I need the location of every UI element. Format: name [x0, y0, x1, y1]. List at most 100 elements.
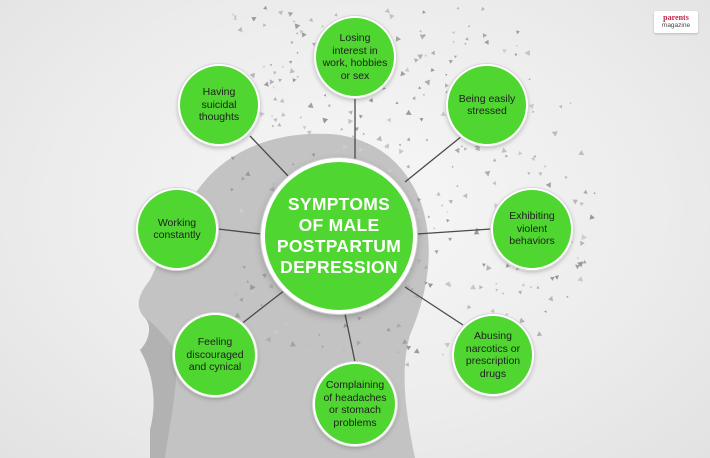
- particle: [418, 86, 422, 90]
- particle: [306, 130, 312, 136]
- particle: [384, 145, 388, 149]
- particle: [342, 143, 348, 150]
- particle: [308, 17, 314, 22]
- particle: [570, 240, 573, 243]
- particle: [582, 259, 587, 264]
- brand-line-2: magazine: [661, 22, 691, 29]
- particle: [281, 112, 286, 117]
- particle: [453, 55, 457, 59]
- particle: [376, 135, 382, 142]
- particle: [440, 204, 443, 207]
- symptom-node-easily-stressed: Being easily stressed: [446, 64, 528, 146]
- particle: [260, 304, 263, 306]
- connector-lines: [217, 98, 492, 363]
- particle: [536, 331, 543, 337]
- particle: [484, 39, 489, 45]
- particle: [295, 31, 299, 35]
- particle: [528, 103, 534, 110]
- particle: [495, 282, 498, 285]
- particle: [272, 86, 275, 89]
- particle: [464, 147, 468, 151]
- particle: [273, 118, 278, 123]
- particle: [395, 101, 399, 104]
- particle: [448, 237, 452, 242]
- particle: [307, 102, 314, 109]
- particle: [558, 105, 563, 109]
- particle: [569, 102, 572, 105]
- particle: [403, 340, 406, 344]
- particle: [544, 165, 547, 168]
- particle: [448, 199, 453, 204]
- connector-working: [217, 228, 262, 235]
- particle: [230, 188, 234, 192]
- particle: [277, 122, 282, 127]
- particle: [269, 186, 275, 193]
- particle: [514, 53, 518, 57]
- particle: [388, 168, 392, 173]
- particle: [384, 143, 389, 149]
- particle: [234, 312, 241, 318]
- connector-easily-stressed: [404, 135, 463, 183]
- symptom-node-headaches: Complaining of headaches or stomach prob…: [313, 362, 397, 446]
- symptom-label: Exhibiting violent behaviors: [509, 210, 555, 248]
- parents-magazine-logo[interactable]: parents magazine: [654, 11, 698, 33]
- head-shading: [140, 318, 177, 458]
- particle: [406, 345, 412, 351]
- particle: [242, 265, 247, 270]
- particle: [548, 296, 554, 302]
- particle: [564, 176, 568, 180]
- particle: [241, 176, 246, 181]
- particle: [577, 261, 584, 268]
- particle: [271, 124, 275, 127]
- particle: [348, 118, 354, 125]
- particle: [517, 290, 522, 295]
- particle: [230, 156, 236, 161]
- particle: [414, 58, 419, 63]
- particle: [430, 67, 435, 72]
- particle: [396, 322, 402, 328]
- particle: [386, 327, 391, 332]
- particle: [544, 310, 547, 313]
- particle: [452, 40, 455, 43]
- particle: [545, 182, 551, 188]
- particle: [515, 44, 518, 47]
- particle: [406, 137, 411, 142]
- particle: [365, 143, 368, 147]
- particle: [279, 98, 285, 103]
- particle: [288, 60, 293, 64]
- particle: [273, 96, 278, 101]
- particle: [550, 277, 555, 281]
- particle: [251, 17, 257, 22]
- particle: [470, 284, 476, 290]
- particle: [464, 42, 467, 46]
- particle: [399, 148, 404, 155]
- particle: [259, 111, 265, 117]
- connector-violent: [416, 228, 492, 235]
- particle: [293, 20, 296, 23]
- particle: [287, 11, 294, 17]
- particle: [424, 79, 431, 86]
- symptom-node-abusing-drugs: Abusing narcotics or prescription drugs: [452, 314, 534, 396]
- particle: [277, 10, 283, 16]
- particle: [399, 362, 403, 366]
- particle: [424, 281, 428, 285]
- particle: [410, 288, 414, 292]
- particle: [415, 209, 418, 212]
- particle: [427, 215, 431, 218]
- particle: [446, 210, 449, 213]
- particle: [583, 189, 588, 194]
- particle: [554, 275, 559, 280]
- particle: [327, 104, 331, 108]
- particle: [451, 165, 454, 169]
- particle: [359, 147, 364, 152]
- particle: [299, 116, 302, 119]
- particle: [268, 185, 273, 189]
- particle: [422, 10, 426, 14]
- particle: [481, 6, 486, 11]
- particle: [551, 131, 558, 137]
- particle: [273, 71, 277, 75]
- particle: [419, 117, 424, 122]
- particle: [250, 284, 256, 291]
- particle: [416, 259, 422, 265]
- particle: [527, 172, 531, 175]
